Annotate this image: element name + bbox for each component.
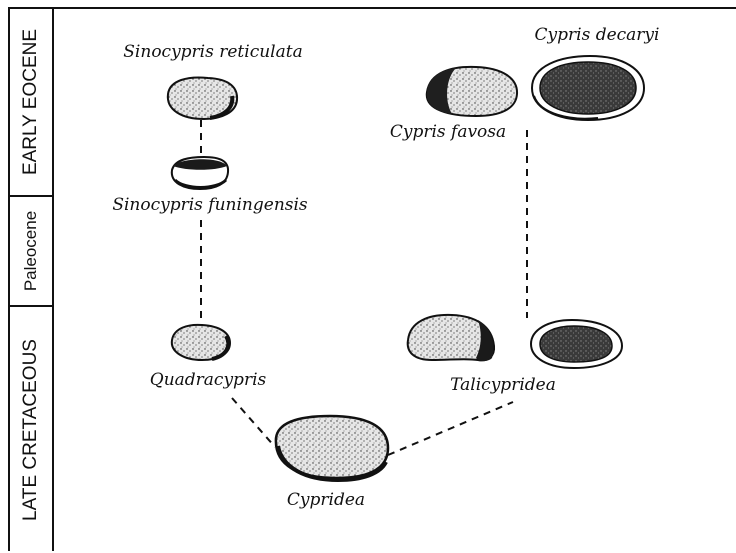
shell-cypris-decaryi — [532, 56, 644, 120]
taxon-label-talicypridea: Talicypridea — [450, 375, 556, 395]
shell-quadracypris — [172, 325, 230, 360]
taxon-label-sinocypris-funingensis: Sinocypris funingensis — [112, 195, 307, 215]
shell-talicypridea-right — [531, 320, 622, 368]
taxon-label-cypris-favosa: Cypris favosa — [390, 122, 506, 142]
taxon-label-quadracypris: Quadracypris — [150, 370, 266, 390]
connector-talicypridea-cypridea — [388, 402, 513, 455]
shell-sinocypris-reticulata — [168, 78, 237, 119]
shell-cypris-favosa — [427, 67, 517, 116]
shell-sinocypris-funingensis — [172, 157, 228, 189]
shell-talicypridea-left — [408, 315, 494, 361]
taxon-label-sinocypris-reticulata: Sinocypris reticulata — [123, 42, 302, 62]
connector-quadracypris-cypridea — [232, 398, 275, 447]
taxon-label-cypris-decaryi: Cypris decaryi — [535, 25, 660, 45]
taxon-label-cypridea: Cypridea — [287, 490, 365, 510]
shell-cypridea — [276, 416, 388, 480]
